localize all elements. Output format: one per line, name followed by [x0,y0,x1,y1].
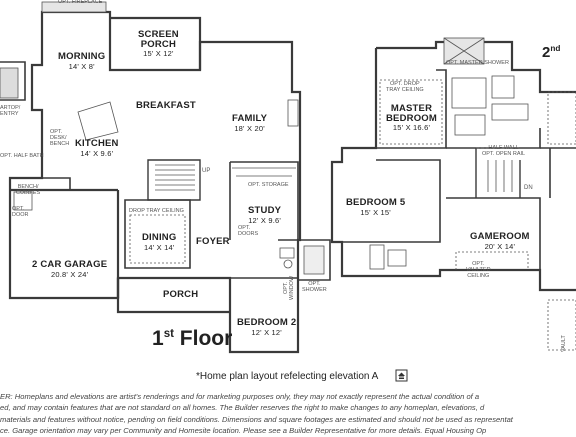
room-name-line2: BEDROOM [386,112,438,124]
bench-cubbies-note: BENCH/CUBBIES [16,184,41,196]
opt-fireplace-note: OPT. FIREPLACE [58,0,103,5]
opt-window-note: OPT.WINDOW [283,275,295,300]
room-foyer: FOYER [196,237,230,247]
room-gameroom: GAMEROOM 20' X 14' [470,232,530,250]
room-dim: 15' X 12' [143,49,174,58]
disclaimer-line: ed, and may contain features that are no… [0,403,485,413]
opt-door-note: OPT.DOOR [12,206,29,218]
screen-porch-wall [110,16,202,70]
room-name: GAMEROOM [470,231,530,242]
opt-storage-note: OPT. STORAGE [248,182,289,188]
room-dim: 15' X 15' [360,207,391,217]
vault-edge-note: VAULT [561,335,567,352]
equal-housing-logo [395,369,408,382]
room-bedroom2: BEDROOM 2 12' X 12' [237,318,296,336]
dining-wall [124,199,191,269]
room-bedroom5: BEDROOM 5 15' X 15' [346,198,405,216]
bedroom5-wall [342,159,441,243]
kitchen-island [77,101,119,141]
room-name: 2 CAR GARAGE [32,259,108,270]
room-name: BREAKFAST [136,100,196,111]
dn-note: DN [524,185,533,191]
room-name: PORCH [163,289,199,300]
room-study: STUDY 12' X 9.6' [248,206,281,224]
room-name: SCREEN [138,29,179,40]
room-name: DINING [142,232,177,243]
room-dim: 18' X 20' [234,123,265,133]
room-dim: 15' X 16.6' [392,123,431,132]
room-name: FOYER [196,236,230,247]
garage-wall [10,188,120,278]
room-porch: PORCH [163,290,198,300]
room-dim: 14' X 14' [143,242,175,252]
room-dining: DINING 14' X 14' [142,233,176,251]
stair-wall [147,159,201,201]
bath-wall [278,239,331,281]
opt-cartop-note: ARTOP/ENTRY [0,105,21,117]
up-note: UP [202,168,211,174]
plan-caption: *Home plan layout refelecting elevation … [196,371,379,382]
room-morning: MORNING 14' X 8' [58,52,105,70]
room-dim: 20.8' X 24' [51,269,89,279]
room-name: MORNING [58,51,106,62]
disclaimer-line: ce. Garage orientation may vary per Comm… [0,426,487,436]
room-name: BEDROOM 2 [237,317,297,328]
porch-wall [116,278,230,314]
study-wall [229,161,299,240]
room-garage: 2 CAR GARAGE 20.8' X 24' [32,260,107,278]
room-name: FAMILY [232,113,268,124]
drop-tray-ceiling-note: DROP TRAY CEILING [129,208,184,214]
master-bedroom-wall [376,69,447,149]
room-dim: 12' X 12' [251,327,282,337]
room-kitchen: KITCHEN 14' X 9.6' [75,139,119,157]
opt-doors-note: OPT.DOORS [238,225,259,237]
room-family: FAMILY 18' X 20' [232,114,267,132]
room-dim: 14' X 8' [68,61,95,71]
room-dim: 20' X 14' [484,241,516,251]
room-dim: 12' X 9.6' [248,215,281,225]
opt-desk-note: OPT.DESK/BENCH [50,129,70,147]
fireplace [287,99,299,127]
room-name: MASTER [390,103,433,114]
room-master-bedroom: MASTER BEDROOM 15' X 16.6' [386,104,437,132]
opt-master-shower-note: OPT. MASTER SHOWER [446,60,509,66]
disclaimer-line: ER: Homeplans and elevations are artist'… [0,392,480,401]
room-name: STUDY [248,205,282,216]
room-name-line2: PORCH [140,38,177,50]
room-name: KITCHEN [75,138,119,149]
room-breakfast: BREAKFAST [136,101,196,111]
room-name: BEDROOM 5 [346,197,406,208]
floor1-title: 1st Floor [152,327,233,350]
floor2-title: 2nd [542,44,561,61]
disclaimer-text: ER: Homeplans and elevations are artist'… [0,391,576,437]
opt-half-bath-note: OPT. HALF BATH [0,153,44,159]
gameroom-wall [446,197,541,270]
disclaimer-line: materials and features without notice, p… [0,414,513,424]
opt-shower-note: OPT.SHOWER [302,281,327,293]
room-screen-porch: SCREEN PORCH 15' X 12' [138,30,179,58]
room-dim: 14' X 9.6' [80,148,114,158]
